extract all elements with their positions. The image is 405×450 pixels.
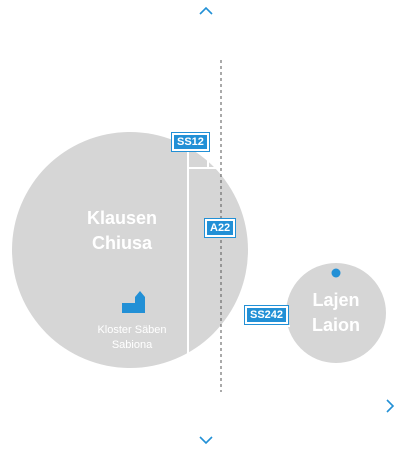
nav-right-button[interactable] — [380, 398, 400, 414]
nav-down-button[interactable] — [196, 432, 216, 448]
road-sign-ss242[interactable]: SS242 — [243, 305, 290, 325]
chevron-down-icon — [199, 435, 213, 444]
chevron-up-icon — [199, 6, 213, 15]
chevron-right-icon — [385, 399, 394, 413]
nav-up-button[interactable] — [196, 2, 216, 18]
lajen-name-it: Laion — [312, 315, 360, 335]
lajen-name-de: Lajen — [312, 290, 360, 310]
klausen-name-it: Chiusa — [91, 233, 152, 253]
monastery-icon — [122, 291, 145, 313]
road-sign-ss12[interactable]: SS12 — [171, 132, 210, 152]
road-sign-a22[interactable]: A22 — [203, 218, 237, 238]
klausen-label[interactable]: Klausen Chiusa — [62, 206, 182, 256]
klausen-name-de: Klausen — [86, 208, 158, 228]
kloster-name-de: Kloster Säben — [97, 324, 167, 336]
lajen-label[interactable]: Lajen Laion — [288, 288, 384, 338]
lajen-area — [286, 263, 386, 363]
lajen-location-dot — [331, 268, 341, 278]
kloster-label[interactable]: Kloster Säben Sabiona — [72, 323, 192, 353]
kloster-name-it: Sabiona — [111, 339, 153, 351]
road-lines — [187, 147, 290, 370]
